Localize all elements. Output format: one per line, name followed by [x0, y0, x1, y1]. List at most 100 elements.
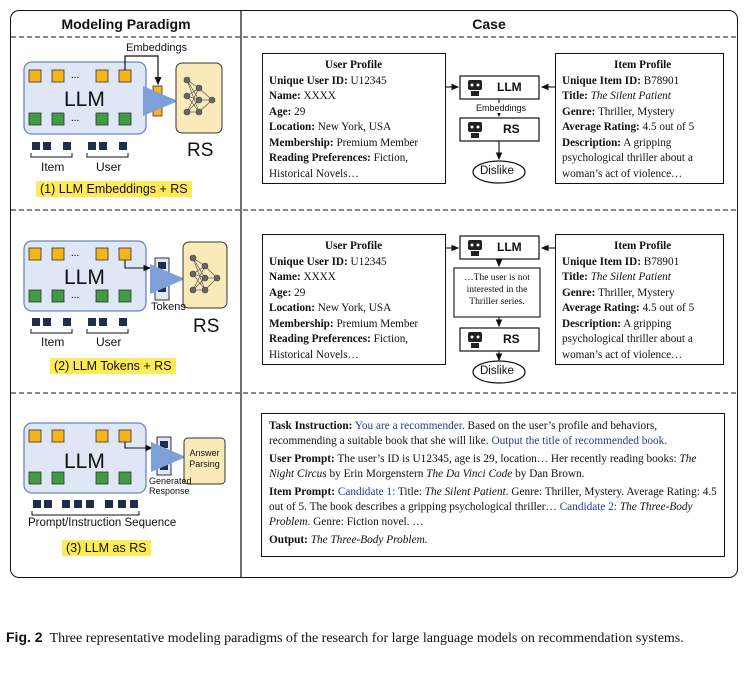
- description-label: Description:: [562, 317, 622, 330]
- llm-label: LLM: [64, 266, 105, 289]
- generated-line2: Response: [149, 486, 190, 496]
- user-id-value: U12345: [347, 74, 387, 87]
- title-label: Title:: [562, 90, 588, 102]
- case2-rs-label: RS: [503, 332, 520, 346]
- figure-number: Fig. 2: [6, 629, 43, 645]
- location-label: Location:: [269, 302, 315, 314]
- rs-label: RS: [187, 140, 214, 161]
- user-prompt: User Prompt: The user’s ID is U12345, ag…: [269, 452, 717, 482]
- age-label: Age:: [269, 286, 292, 299]
- item-id-label: Unique Item ID:: [562, 255, 641, 268]
- age-label: Age:: [269, 105, 292, 118]
- llm-label: LLM: [64, 450, 105, 473]
- rating-label: Average Rating:: [562, 302, 640, 314]
- header-case: Case: [472, 16, 506, 32]
- case1-embeddings-label: Embeddings: [474, 103, 529, 113]
- age-value: 29: [291, 286, 306, 299]
- name-label: Name:: [269, 90, 301, 102]
- rating-label: Average Rating:: [562, 121, 640, 133]
- case2-llm-label: LLM: [497, 240, 522, 254]
- user-profile-title: User Profile: [325, 59, 383, 71]
- rs-label: RS: [193, 316, 220, 337]
- membership-value: Premium Member: [333, 136, 419, 149]
- title-value: The Silent Patient: [590, 90, 671, 102]
- robot-icon: [468, 80, 482, 348]
- item-text3: . Genre: Fiction novel. …: [307, 516, 424, 528]
- title-label: Title:: [562, 271, 588, 283]
- figure-caption: Fig. 2 Three representative modeling par…: [6, 628, 744, 648]
- ellipsis: ...: [71, 112, 80, 124]
- name-value: XXXX: [300, 271, 336, 283]
- caption-paradigm3: (3) LLM as RS: [62, 540, 151, 556]
- caption-text: Three representative modeling paradigms …: [49, 631, 684, 646]
- genre-value: Thriller, Mystery: [595, 105, 675, 118]
- answer-parsing-label: Answer Parsing: [184, 448, 225, 470]
- case2-flow: [446, 235, 555, 384]
- item-title1: The Silent Patient: [424, 486, 506, 498]
- generated-response-label: Generated Response: [149, 476, 192, 496]
- llm-label: LLM: [64, 88, 105, 111]
- candidate2: Candidate 2:: [559, 501, 618, 513]
- task-blue2: Output the title of recommended book.: [491, 435, 668, 447]
- figure-frame: [10, 10, 738, 578]
- caption-paradigm2: (2) LLM Tokens + RS: [50, 358, 176, 374]
- user-profile-box-2: User Profile Unique User ID: U12345 Name…: [262, 234, 446, 365]
- task-blue1: You are a recommender: [354, 420, 462, 432]
- tokens-label: Tokens: [151, 301, 186, 313]
- diagram-canvas: [11, 11, 737, 577]
- book1: The Night Circus: [269, 453, 697, 480]
- user-id-label: Unique User ID:: [269, 74, 348, 87]
- paradigm2-diagram: [23, 240, 228, 334]
- ellipsis: ...: [71, 289, 80, 301]
- name-value: XXXX: [300, 90, 336, 102]
- output-line: Output: The Three-Body Problem.: [269, 533, 717, 548]
- user-id-label: Unique User ID:: [269, 255, 348, 268]
- membership-label: Membership:: [269, 136, 334, 149]
- case2-result: Dislike: [480, 365, 514, 377]
- item-prompt: Item Prompt: Candidate 1: Title: The Sil…: [269, 485, 717, 530]
- item-label: Item: [41, 160, 65, 174]
- ellipsis: ...: [71, 247, 80, 259]
- title-value: The Silent Patient: [590, 271, 671, 283]
- case1-rs-label: RS: [503, 122, 520, 136]
- task-label: Task Instruction:: [269, 420, 353, 432]
- name-label: Name:: [269, 271, 301, 283]
- description-value: A gripping psychological thriller about …: [562, 136, 693, 180]
- genre-label: Genre:: [562, 105, 596, 118]
- item-profile-box-2: Item Profile Unique Item ID: B78901 Titl…: [555, 234, 724, 365]
- location-value: New York, USA: [315, 302, 392, 314]
- header-modeling-paradigm: Modeling Paradigm: [61, 16, 191, 32]
- preferences-label: Reading Preferences:: [269, 333, 371, 345]
- output-value: The Three-Body Problem.: [310, 534, 428, 546]
- genre-label: Genre:: [562, 286, 596, 299]
- item-id-value: B78901: [640, 74, 680, 87]
- book2: The Da Vinci Code: [426, 468, 513, 480]
- user-profile-box-1: User Profile Unique User ID: U12345 Name…: [262, 53, 446, 184]
- membership-value: Premium Member: [333, 317, 419, 330]
- description-label: Description:: [562, 136, 622, 149]
- sequence-label: Prompt/Instruction Sequence: [28, 517, 177, 529]
- rating-value: 4.5 out of 5: [639, 121, 695, 133]
- paradigm1-diagram: [23, 55, 223, 158]
- user-prompt-text: The user’s ID is U12345, age is 29, loca…: [334, 453, 680, 465]
- ellipsis: ...: [71, 69, 80, 81]
- by1: by Erin Morgenstern: [326, 468, 427, 480]
- preferences-value: Fiction, Historical Novels…: [269, 152, 409, 180]
- embeddings-label: Embeddings: [126, 42, 188, 54]
- caption-paradigm1: (1) LLM Embeddings + RS: [36, 181, 192, 197]
- age-value: 29: [291, 105, 306, 118]
- preferences-value: Fiction, Historical Novels…: [269, 333, 409, 361]
- user-id-value: U12345: [347, 255, 387, 268]
- membership-label: Membership:: [269, 317, 334, 330]
- rating-value: 4.5 out of 5: [639, 302, 695, 314]
- description-value: A gripping psychological thriller about …: [562, 317, 693, 361]
- case1-llm-label: LLM: [497, 80, 522, 94]
- generated-line1: Generated: [149, 476, 192, 486]
- location-value: New York, USA: [315, 121, 392, 133]
- case2-note: …The user is not interested in the Thril…: [464, 273, 530, 307]
- paradigm3-diagram: [23, 422, 226, 516]
- case3-prompt-box: Task Instruction: You are a recommender.…: [261, 413, 725, 557]
- task-text: . Based on the user’s profile and behavi…: [269, 420, 658, 447]
- case1-result: Dislike: [480, 165, 514, 177]
- by2: by Dan Brown.: [512, 468, 585, 480]
